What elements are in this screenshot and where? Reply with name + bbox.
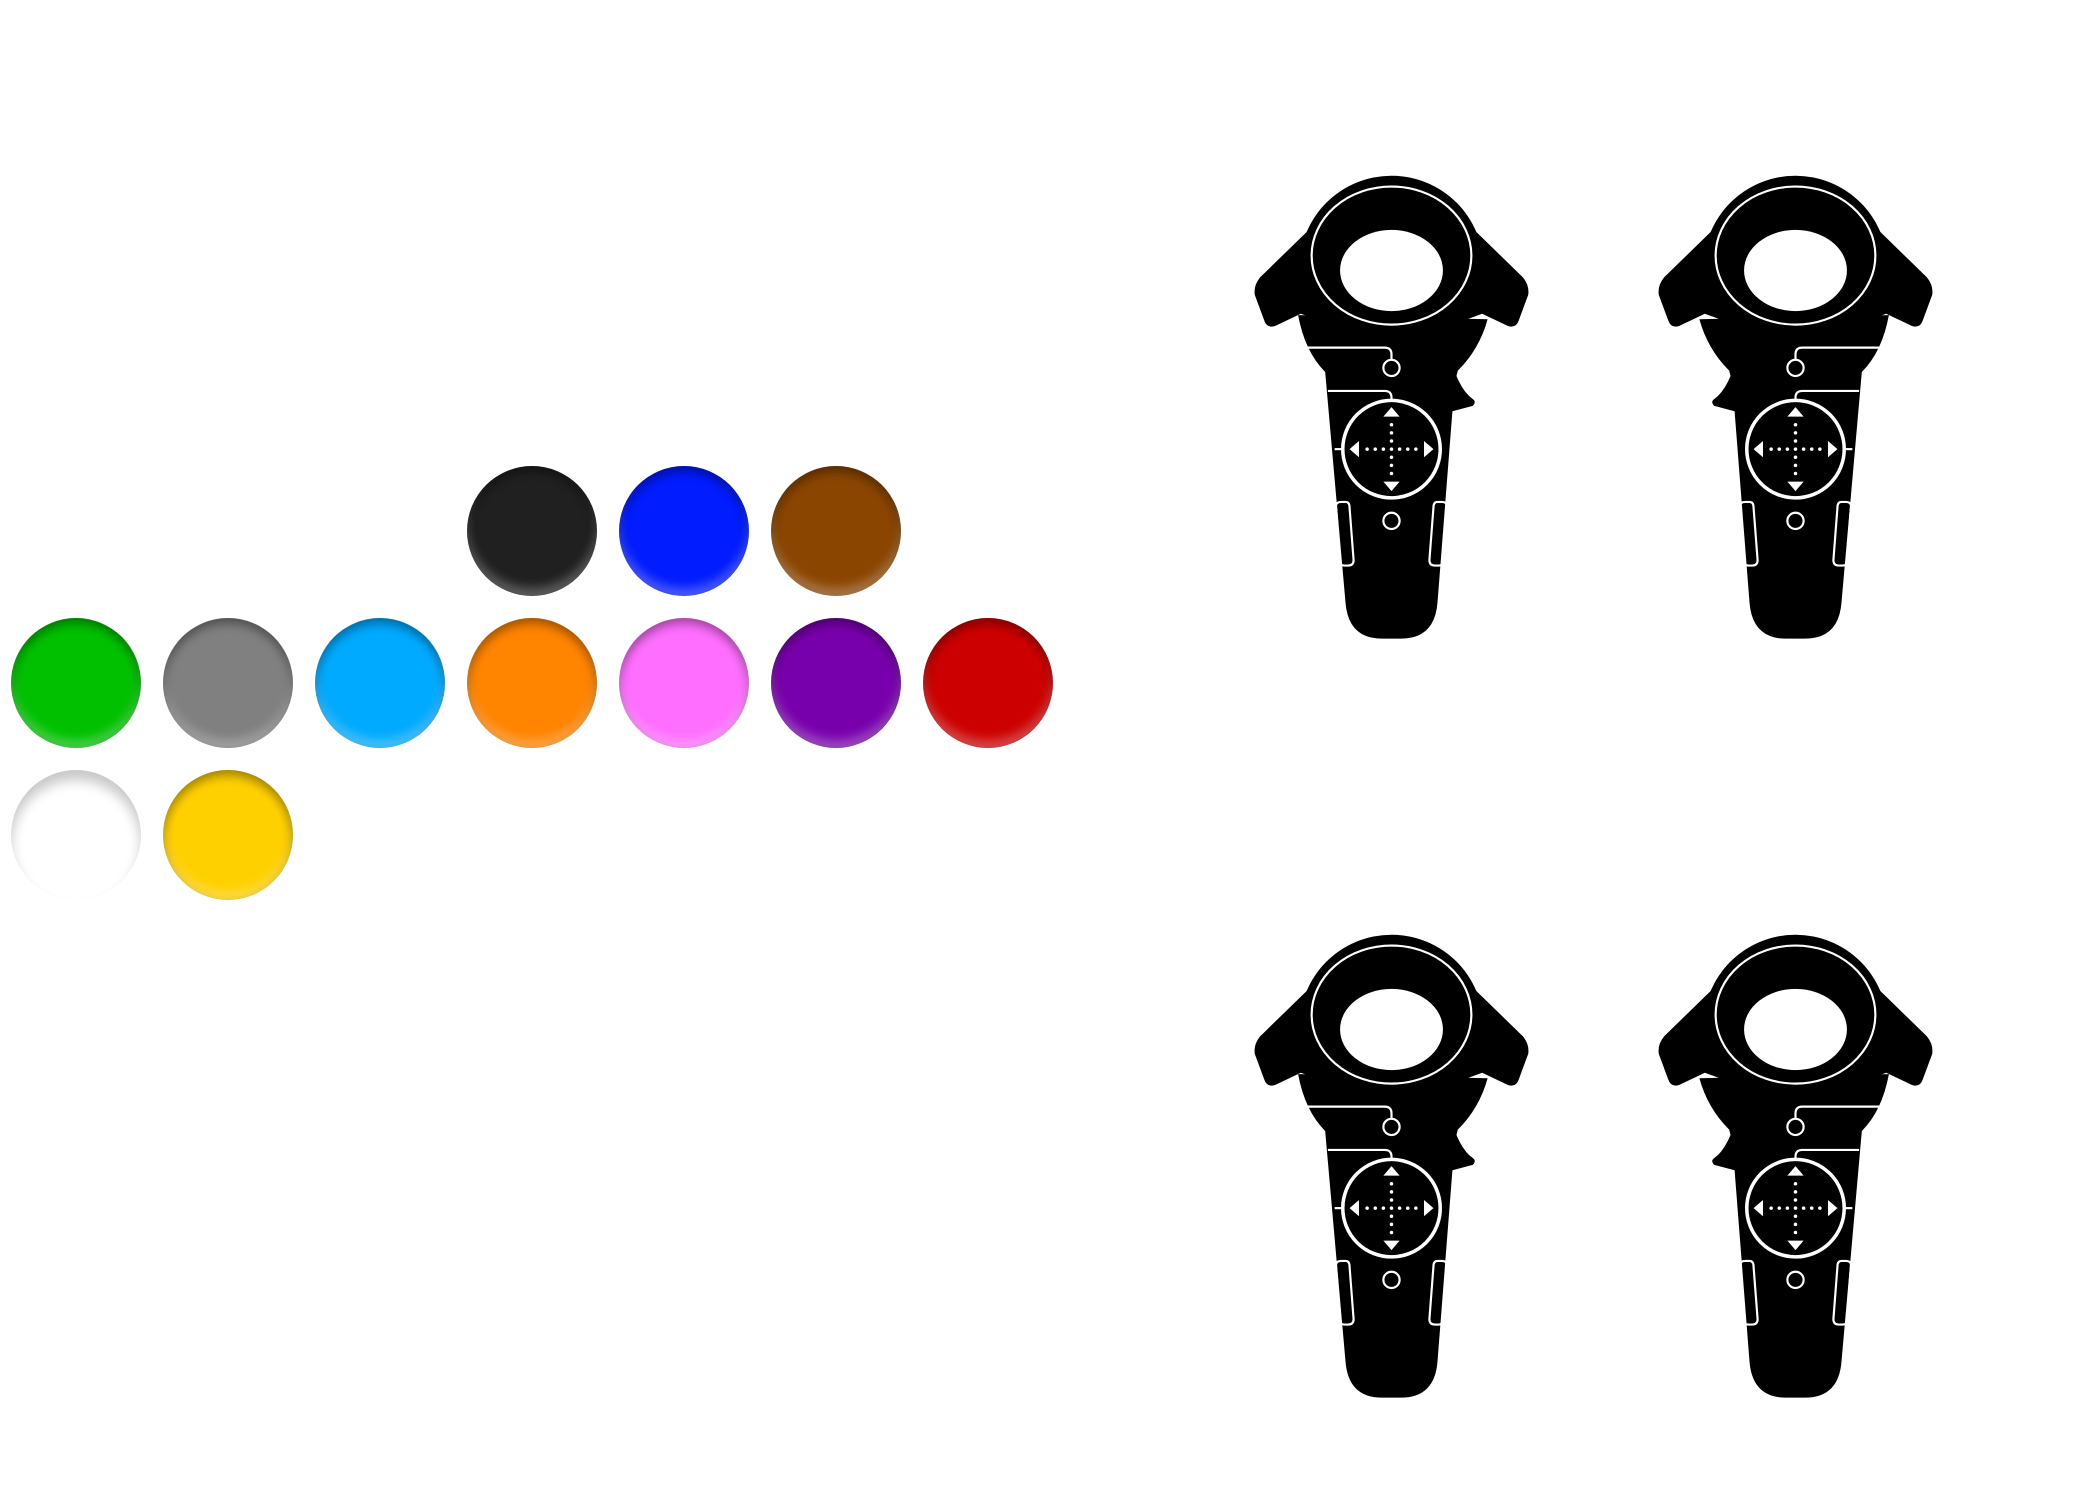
color-swatch-red[interactable] bbox=[923, 618, 1053, 748]
controller-top-right-icon[interactable] bbox=[1653, 173, 1938, 640]
controller-top-left-icon[interactable] bbox=[1249, 173, 1534, 640]
color-swatch-sky-blue[interactable] bbox=[315, 618, 445, 748]
controller-graphic bbox=[1658, 934, 1933, 1398]
controller-bottom-left-icon[interactable] bbox=[1249, 932, 1534, 1399]
controller-graphic bbox=[1658, 175, 1933, 639]
controller-graphic bbox=[1254, 934, 1529, 1398]
color-swatch-orange[interactable] bbox=[467, 618, 597, 748]
color-swatch-purple[interactable] bbox=[771, 618, 901, 748]
controller-bottom-right-icon[interactable] bbox=[1653, 932, 1938, 1399]
color-swatch-gray[interactable] bbox=[163, 618, 293, 748]
color-swatch-green[interactable] bbox=[11, 618, 141, 748]
color-swatch-yellow[interactable] bbox=[163, 770, 293, 900]
color-swatch-black[interactable] bbox=[467, 466, 597, 596]
color-swatch-blue[interactable] bbox=[619, 466, 749, 596]
color-swatch-white[interactable] bbox=[11, 770, 141, 900]
controller-graphic bbox=[1254, 175, 1529, 639]
color-swatch-brown[interactable] bbox=[771, 466, 901, 596]
color-swatch-pink[interactable] bbox=[619, 618, 749, 748]
